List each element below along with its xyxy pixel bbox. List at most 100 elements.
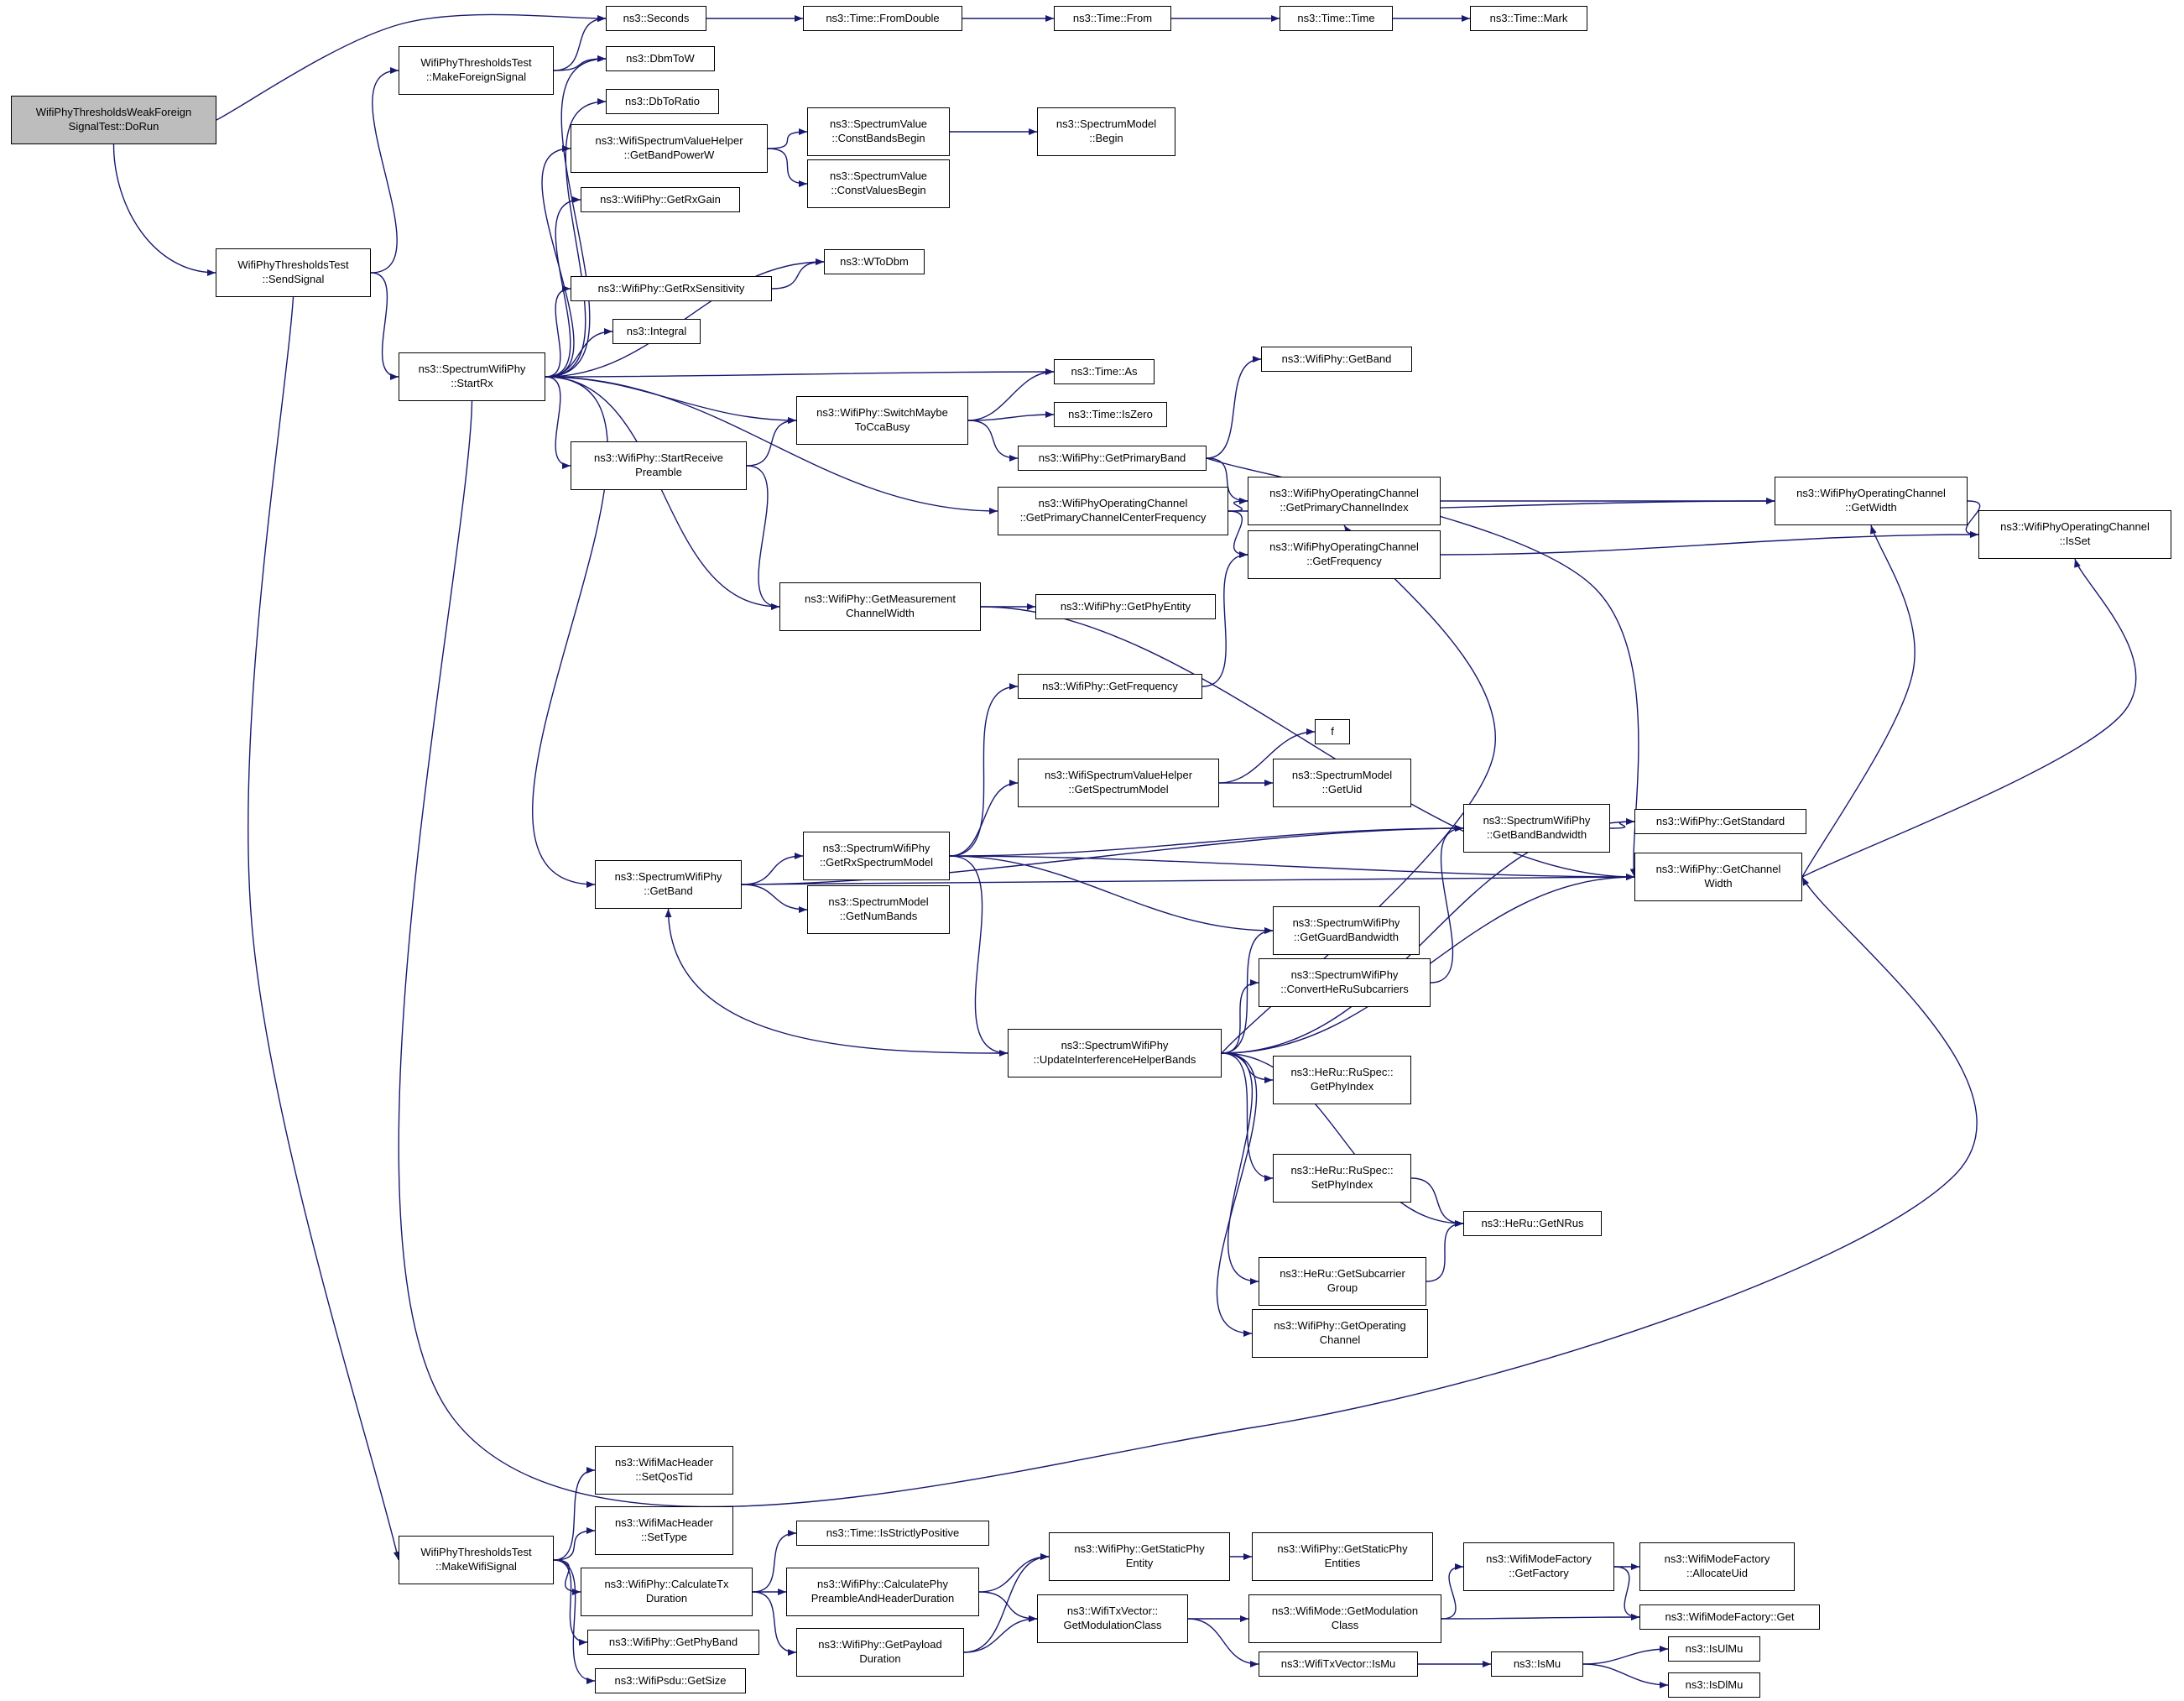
graph-node-sendsignal[interactable]: WifiPhyThresholdsTest::SendSignal (216, 248, 371, 297)
graph-node-get_primary_band[interactable]: ns3::WifiPhy::GetPrimaryBand (1018, 446, 1207, 471)
graph-node-gpccf[interactable]: ns3::WifiPhyOperatingChannel::GetPrimary… (998, 487, 1228, 535)
graph-node-get_band_power_w[interactable]: ns3::WifiSpectrumValueHelper::GetBandPow… (571, 124, 768, 173)
graph-node-wmf_get_factory[interactable]: ns3::WifiModeFactory::GetFactory (1463, 1542, 1614, 1591)
graph-node-label: ns3::HeRu::RuSpec:: (1290, 1066, 1394, 1079)
graph-node-const_values_begin[interactable]: ns3::SpectrumValue::ConstValuesBegin (807, 159, 950, 208)
graph-node-label: ::GetSpectrumModel (1068, 783, 1169, 796)
graph-node-gpci[interactable]: ns3::WifiPhyOperatingChannel::GetPrimary… (1248, 477, 1441, 525)
call-edge-swp_getband-to-sm_get_num_bands (741, 884, 808, 913)
graph-node-get_guard_bandwidth[interactable]: ns3::SpectrumWifiPhy::GetGuardBandwidth (1273, 906, 1420, 955)
graph-node-wmf_get[interactable]: ns3::WifiModeFactory::Get (1639, 1604, 1820, 1630)
graph-node-get_phy_entity[interactable]: ns3::WifiPhy::GetPhyEntity (1035, 594, 1216, 619)
graph-node-get_standard[interactable]: ns3::WifiPhy::GetStandard (1634, 809, 1806, 834)
graph-node-sm_get_num_bands[interactable]: ns3::SpectrumModel::GetNumBands (807, 885, 950, 934)
call-edge-ns3_ismu-to-is_dl_mu (1582, 1663, 1669, 1688)
graph-node-is_ul_mu[interactable]: ns3::IsUlMu (1668, 1636, 1760, 1662)
call-edge-swp_getband-to-get_rx_spectrum_model (741, 853, 804, 885)
graph-node-oc_getfrequency[interactable]: ns3::WifiPhyOperatingChannel::GetFrequen… (1248, 530, 1441, 579)
graph-node-wmf_allocate_uid[interactable]: ns3::WifiModeFactory::AllocateUid (1639, 1542, 1795, 1591)
graph-node-time_mark[interactable]: ns3::Time::Mark (1470, 6, 1587, 31)
graph-node-label: ::GetRxSpectrumModel (819, 856, 934, 869)
graph-node-label: WifiPhyThresholdsTest (420, 1546, 532, 1559)
graph-node-label: ns3::Time::Time (1297, 11, 1375, 24)
graph-node-const_bands_begin[interactable]: ns3::SpectrumValue::ConstBandsBegin (807, 107, 950, 156)
graph-node-ruspec_get_phy_index[interactable]: ns3::HeRu::RuSpec::GetPhyIndex (1273, 1056, 1411, 1104)
graph-node-wifiphy_getband[interactable]: ns3::WifiPhy::GetBand (1261, 347, 1412, 372)
graph-node-get_band_bandwidth[interactable]: ns3::SpectrumWifiPhy::GetBandBandwidth (1463, 804, 1610, 853)
graph-node-f[interactable]: f (1315, 719, 1350, 744)
graph-node-get_rx_spectrum_model[interactable]: ns3::SpectrumWifiPhy::GetRxSpectrumModel (803, 832, 950, 880)
graph-node-label: ns3::WifiModeFactory (1664, 1552, 1770, 1566)
graph-node-get_rx_gain[interactable]: ns3::WifiPhy::GetRxGain (581, 187, 740, 212)
graph-node-label: Channel (1319, 1333, 1361, 1346)
graph-node-dbtoratio[interactable]: ns3::DbToRatio (606, 89, 719, 114)
graph-node-label: ns3::WifiPhy::GetChannel (1655, 863, 1781, 876)
graph-node-oc_getwidth[interactable]: ns3::WifiPhyOperatingChannel::GetWidth (1775, 477, 1968, 525)
graph-node-psdu_get_size[interactable]: ns3::WifiPsdu::GetSize (595, 1668, 746, 1693)
graph-node-label: ns3::HeRu::RuSpec:: (1290, 1164, 1394, 1177)
graph-node-label: ::UpdateInterferenceHelperBands (1033, 1053, 1196, 1066)
call-edge-calculate_tx_duration-to-get_payload_duration (752, 1591, 797, 1656)
graph-node-wsvh_get_spectrum_model[interactable]: ns3::WifiSpectrumValueHelper::GetSpectru… (1018, 759, 1219, 807)
call-edge-get_rx_spectrum_model-to-wsvh_get_spectrum_model (949, 780, 1019, 857)
call-edge-gmcw-to-get_channel_width (980, 606, 1635, 880)
call-edge-gpccf-to-oc_getfrequency (1228, 510, 1248, 558)
call-edge-startrx-to-dbtoratio (545, 98, 607, 378)
graph-node-time_as[interactable]: ns3::Time::As (1054, 359, 1155, 384)
graph-node-label: ns3::SpectrumValue (829, 170, 928, 183)
graph-node-time_iszero[interactable]: ns3::Time::IsZero (1054, 402, 1167, 427)
graph-node-label: ::SetQosTid (635, 1470, 693, 1483)
graph-node-integral[interactable]: ns3::Integral (612, 319, 701, 344)
graph-node-label: ::StartRx (451, 377, 493, 389)
graph-node-uib[interactable]: ns3::SpectrumWifiPhy::UpdateInterference… (1008, 1029, 1222, 1077)
call-edge-uib-to-ruspec_set_phy_index (1221, 1052, 1274, 1182)
graph-node-label: ns3::WifiPhy::GetPayload (818, 1638, 942, 1651)
graph-node-get_rx_sensitivity[interactable]: ns3::WifiPhy::GetRxSensitivity (571, 276, 772, 301)
graph-node-swp_getband[interactable]: ns3::SpectrumWifiPhy::GetBand (595, 860, 742, 909)
graph-node-label: ns3::HeRu::GetSubcarrier (1280, 1267, 1405, 1281)
graph-node-sm_begin[interactable]: ns3::SpectrumModel::Begin (1037, 107, 1175, 156)
call-edge-switch_maybe-to-time_as (967, 368, 1055, 421)
graph-node-make_wifi[interactable]: WifiPhyThresholdsTest::MakeWifiSignal (399, 1536, 554, 1584)
call-edge-swp_getband-to-get_channel_width (741, 874, 1635, 885)
graph-node-txv_ismu[interactable]: ns3::WifiTxVector::IsMu (1259, 1651, 1418, 1677)
graph-node-set_type[interactable]: ns3::WifiMacHeader::SetType (595, 1506, 733, 1555)
graph-node-is_dl_mu[interactable]: ns3::IsDlMu (1668, 1672, 1760, 1698)
graph-node-seconds[interactable]: ns3::Seconds (606, 6, 706, 31)
graph-node-label: ns3::WifiModeFactory (1486, 1552, 1592, 1566)
graph-node-ns3_ismu[interactable]: ns3::IsMu (1491, 1651, 1583, 1677)
graph-node-is_strictly_positive[interactable]: ns3::Time::IsStrictlyPositive (796, 1521, 989, 1546)
graph-node-wtodbm[interactable]: ns3::WToDbm (824, 249, 925, 274)
graph-node-startrx[interactable]: ns3::SpectrumWifiPhy::StartRx (399, 352, 545, 401)
call-edge-get_rx_spectrum_model-to-get_guard_bandwidth (949, 855, 1274, 934)
graph-node-oc_isset[interactable]: ns3::WifiPhyOperatingChannel::IsSet (1978, 510, 2171, 559)
graph-node-label: SignalTest::DoRun (68, 120, 159, 133)
graph-node-txv_get_modulation_class[interactable]: ns3::WifiTxVector::GetModulationClass (1037, 1594, 1188, 1643)
graph-node-time_from[interactable]: ns3::Time::From (1054, 6, 1171, 31)
graph-node-sm_getuid[interactable]: ns3::SpectrumModel::GetUid (1273, 759, 1411, 807)
graph-node-set_qos_tid[interactable]: ns3::WifiMacHeader::SetQosTid (595, 1446, 733, 1495)
graph-node-make_foreign[interactable]: WifiPhyThresholdsTest::MakeForeignSignal (399, 46, 554, 95)
graph-node-dbmtow[interactable]: ns3::DbmToW (606, 46, 715, 71)
graph-node-time_time[interactable]: ns3::Time::Time (1280, 6, 1393, 31)
graph-node-convert_heru[interactable]: ns3::SpectrumWifiPhy::ConvertHeRuSubcarr… (1259, 958, 1431, 1007)
graph-node-ruspec_set_phy_index[interactable]: ns3::HeRu::RuSpec::SetPhyIndex (1273, 1154, 1411, 1203)
graph-node-label: ns3::Time::IsStrictlyPositive (826, 1526, 960, 1539)
graph-node-heru_get_nrus[interactable]: ns3::HeRu::GetNRus (1463, 1211, 1602, 1236)
graph-node-from_double[interactable]: ns3::Time::FromDouble (803, 6, 962, 31)
graph-node-wifiphy_getfrequency[interactable]: ns3::WifiPhy::GetFrequency (1018, 674, 1202, 699)
graph-node-get_phy_band[interactable]: ns3::WifiPhy::GetPhyBand (587, 1630, 759, 1655)
